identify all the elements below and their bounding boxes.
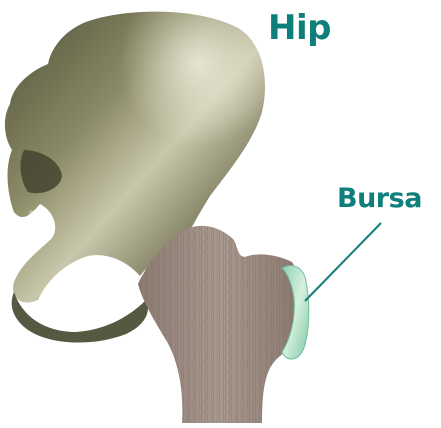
femur-bone <box>138 226 302 423</box>
bursa-leader-line <box>305 223 381 301</box>
diagram-title: Hip <box>268 8 331 48</box>
bursa-label: Bursa <box>337 183 422 214</box>
obturator-foramen <box>57 280 134 320</box>
